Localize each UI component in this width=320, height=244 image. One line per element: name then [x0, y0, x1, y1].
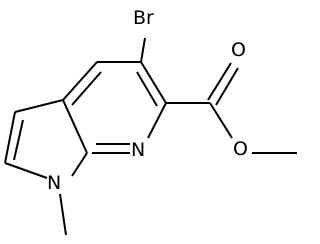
bond-c3a-c4-inner: [71, 71, 102, 106]
atom-carbonyl-oxygen: O: [231, 39, 246, 61]
atom-ester-oxygen: O: [233, 138, 248, 160]
atom-pyrrole-nitrogen: N: [47, 172, 61, 194]
bond-n1-c7a: [71, 152, 88, 177]
atom-pyridine-nitrogen: N: [131, 139, 145, 161]
bond-c2-n1: [4, 162, 48, 179]
bond-carbonyl-o-double-1: [207, 62, 232, 101]
bond-c3-c2: [4, 111, 16, 164]
bond-c3a-c3: [14, 99, 64, 113]
bond-c7a-c3a: [62, 99, 88, 154]
bond-carbonyl-o-ester: [209, 102, 233, 139]
chemical-structure-diagram: Br N N O O: [4, 7, 297, 236]
bond-c6-n7: [147, 102, 167, 139]
bond-c5-c6: [140, 61, 167, 104]
bond-c5-c6-inner: [136, 71, 158, 107]
atom-bromine: Br: [133, 7, 154, 29]
bond-c5-br: [140, 37, 146, 63]
bond-n1-methyl: [59, 193, 67, 236]
bond-c3-c2-inner: [13, 119, 24, 161]
bond-c3a-c4: [62, 61, 98, 101]
bond-carbonyl-o-double-2: [215, 67, 239, 106]
